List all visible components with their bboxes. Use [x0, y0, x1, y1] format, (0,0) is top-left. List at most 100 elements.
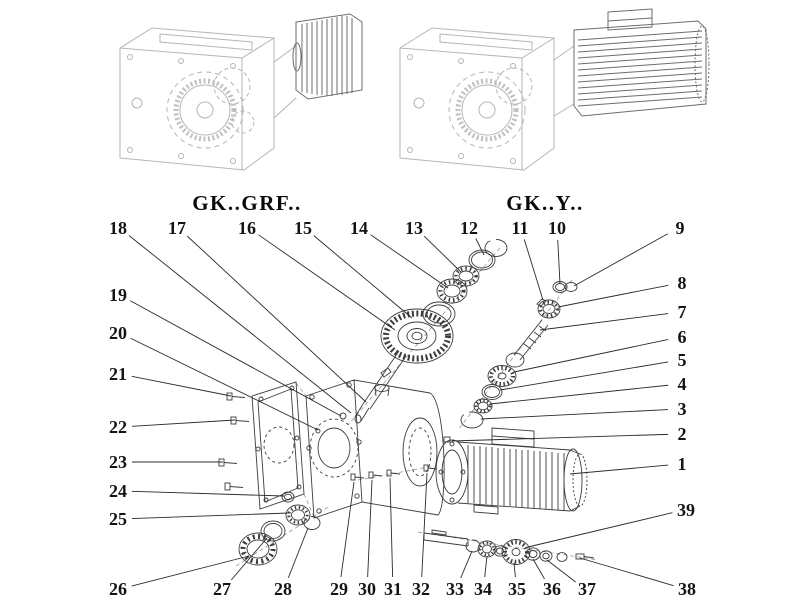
part-bolts-left — [218, 392, 250, 491]
leader-line-8 — [557, 284, 669, 308]
leader-line-12 — [475, 238, 485, 256]
part-callout-34: 34 — [474, 579, 492, 599]
part-callout-19: 19 — [109, 285, 127, 305]
part-callout-13: 13 — [405, 218, 423, 238]
part-main-gear — [380, 301, 456, 364]
part-callout-30: 30 — [358, 579, 376, 599]
part-callout-6: 6 — [677, 327, 687, 347]
leader-line-29 — [340, 481, 355, 578]
leader-line-15 — [313, 235, 413, 319]
part-callout-27: 27 — [213, 579, 231, 599]
leader-line-3 — [480, 409, 669, 420]
part-callout-3: 3 — [677, 399, 687, 419]
leader-line-18 — [128, 235, 352, 414]
leader-line-10 — [557, 239, 561, 285]
part-callout-10: 10 — [548, 218, 566, 238]
leader-line-28 — [287, 527, 309, 579]
leader-line-30 — [367, 479, 373, 578]
leader-line-6 — [513, 339, 669, 373]
part-callout-12: 12 — [460, 218, 478, 238]
part-housing — [305, 379, 445, 519]
part-lower-left-bearings — [238, 504, 321, 566]
gkgrf-input-cover — [292, 13, 363, 100]
leader-line-4 — [489, 384, 669, 405]
part-callout-25: 25 — [109, 509, 127, 529]
part-upper-bearings — [436, 265, 480, 304]
leader-line-31 — [389, 477, 394, 578]
part-callout-11: 11 — [511, 218, 529, 238]
part-input-assembly — [460, 281, 578, 429]
part-callout-35: 35 — [508, 579, 526, 599]
part-callout-17: 17 — [168, 218, 186, 238]
part-callout-14: 14 — [350, 218, 368, 238]
variant-label-gkgrf: GK..GRF.. — [192, 191, 302, 215]
part-callout-7: 7 — [677, 302, 687, 322]
part-output-assembly — [423, 529, 595, 565]
leader-line-17 — [186, 235, 367, 403]
leader-line-7 — [539, 313, 669, 331]
part-callout-16: 16 — [238, 218, 256, 238]
part-callout-15: 15 — [294, 218, 312, 238]
leader-line-2 — [451, 433, 669, 442]
part-callout-4: 4 — [677, 374, 687, 394]
leader-line-35 — [513, 562, 516, 578]
part-bearing-cap — [281, 491, 295, 503]
part-callout-32: 32 — [412, 579, 430, 599]
leader-line-9 — [573, 233, 668, 287]
leader-line-11 — [523, 239, 544, 301]
leader-line-22 — [131, 419, 236, 427]
part-callout-38: 38 — [678, 579, 696, 599]
part-callout-24: 24 — [109, 481, 127, 501]
part-callout-33: 33 — [446, 579, 464, 599]
leader-line-16 — [258, 234, 396, 331]
leader-line-38 — [579, 557, 674, 587]
leader-line-13 — [423, 235, 462, 273]
part-retaining-rings-top — [468, 239, 508, 271]
part-callout-39: 39 — [677, 500, 695, 520]
leader-line-37 — [546, 559, 576, 583]
axis-lines — [235, 247, 599, 567]
part-callout-8: 8 — [677, 273, 687, 293]
variant-label-gky: GK..Y.. — [506, 191, 584, 215]
leader-line-25 — [131, 512, 290, 520]
part-callout-23: 23 — [109, 452, 127, 472]
part-callout-9: 9 — [675, 218, 685, 238]
leader-line-26 — [131, 555, 250, 587]
part-callout-20: 20 — [109, 323, 127, 343]
part-callout-28: 28 — [274, 579, 292, 599]
leader-line-1 — [569, 464, 669, 475]
part-flange-bolts — [350, 464, 438, 481]
part-callout-2: 2 — [677, 424, 687, 444]
leader-line-14 — [370, 234, 449, 289]
part-callout-21: 21 — [109, 364, 127, 384]
leader-line-39 — [527, 512, 673, 548]
assembly-view-gkgrf — [119, 27, 297, 171]
exploded-view — [218, 239, 599, 567]
part-callout-31: 31 — [384, 579, 402, 599]
leader-line-19 — [130, 300, 342, 417]
leader-line-32 — [421, 472, 428, 578]
leader-line-27 — [230, 537, 268, 581]
part-callout-26: 26 — [109, 579, 127, 599]
leader-line-36 — [532, 558, 545, 580]
part-flange-plate — [251, 381, 305, 510]
part-callout-1: 1 — [677, 454, 687, 474]
leader-line-20 — [130, 337, 319, 431]
part-callout-22: 22 — [109, 417, 127, 437]
part-motor — [435, 427, 588, 515]
part-callout-29: 29 — [330, 579, 348, 599]
part-callout-37: 37 — [578, 579, 596, 599]
part-callout-18: 18 — [109, 218, 127, 238]
leader-line-34 — [484, 555, 488, 578]
gky-motor — [573, 8, 710, 117]
part-callout-36: 36 — [543, 579, 561, 599]
leader-lines — [128, 233, 674, 587]
leader-line-24 — [131, 490, 285, 497]
part-callout-5: 5 — [677, 350, 687, 370]
leader-line-33 — [460, 550, 473, 579]
leader-line-5 — [499, 361, 669, 391]
leader-line-21 — [131, 375, 232, 397]
assembly-view-gky — [399, 27, 575, 171]
